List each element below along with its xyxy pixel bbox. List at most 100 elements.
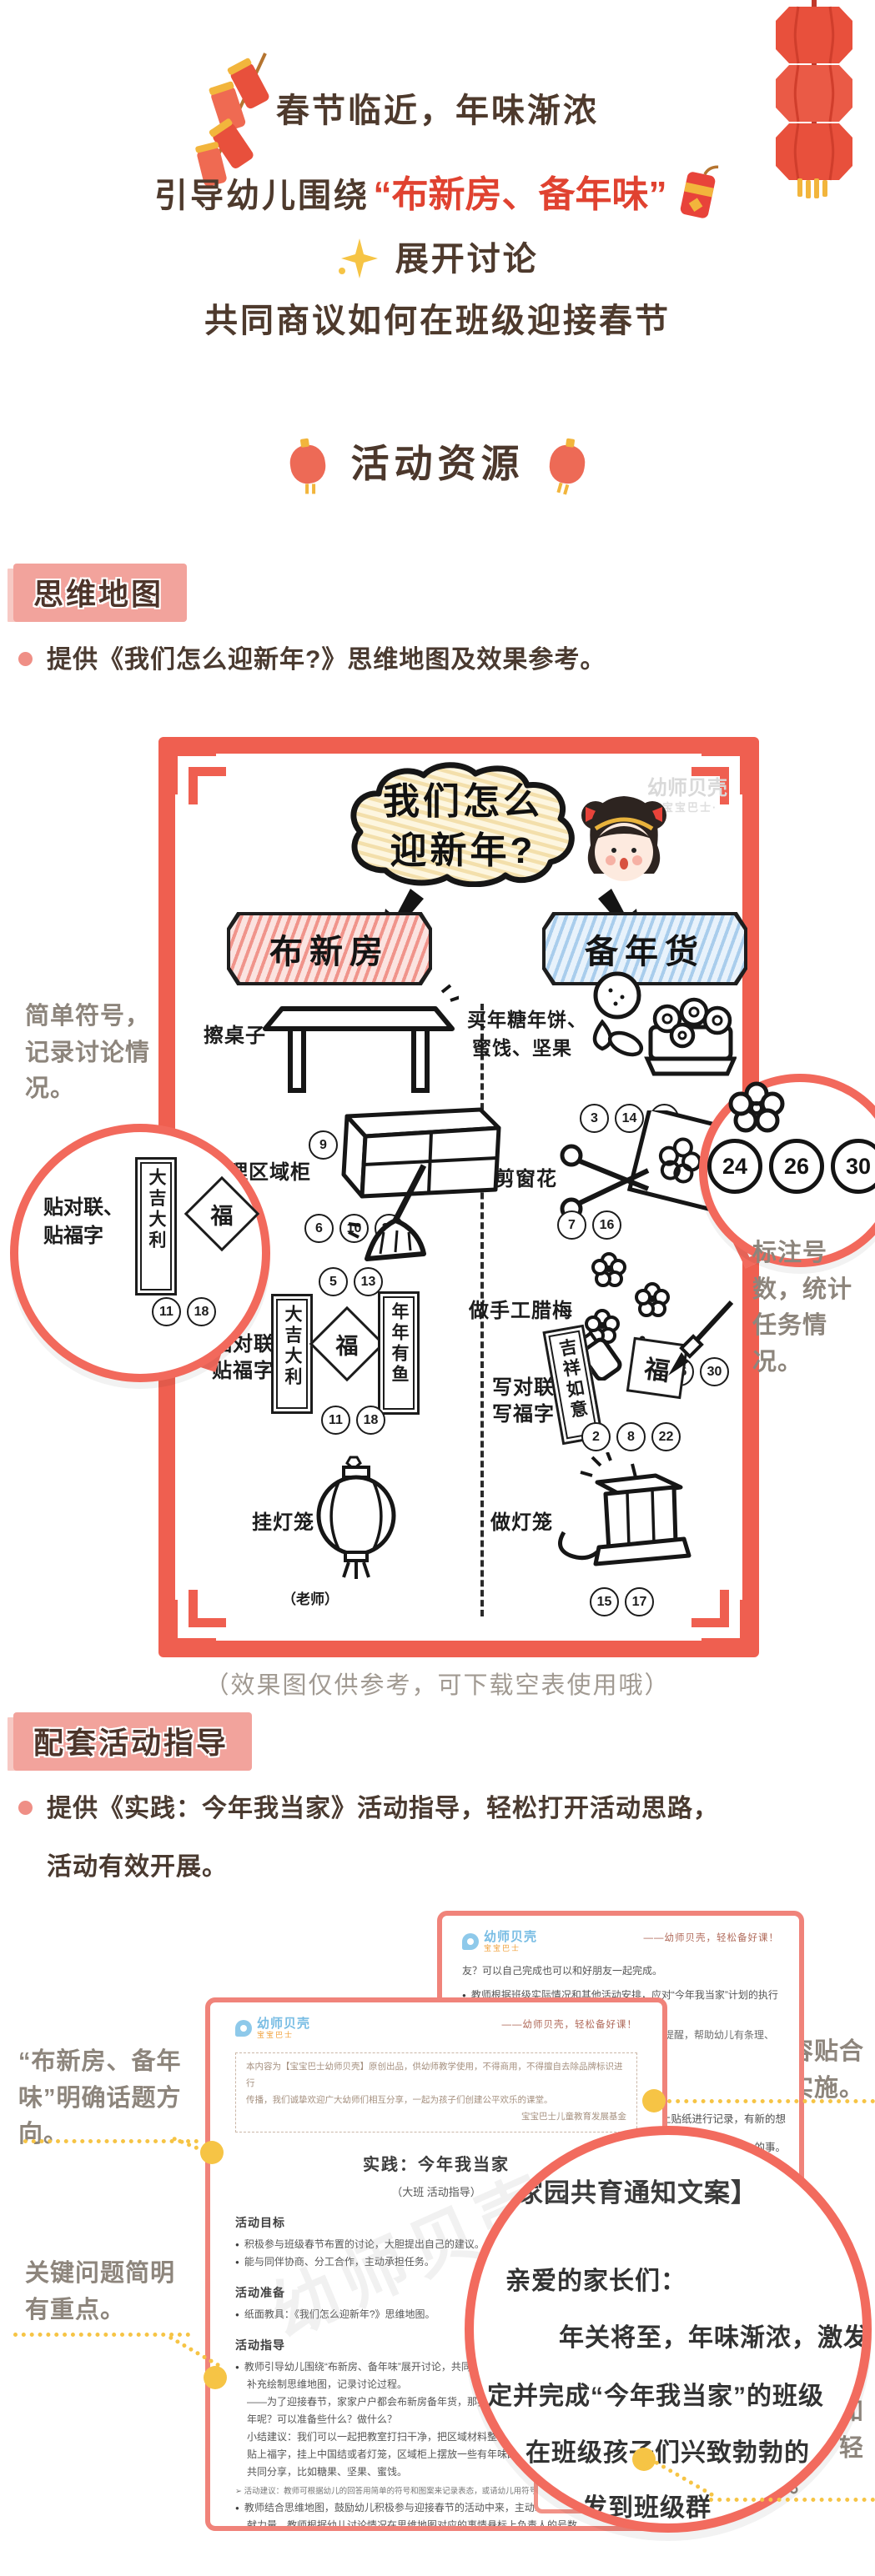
doc-guide-line: 共同分享，比如糖果、坚果、蜜饯。 bbox=[247, 2466, 408, 2478]
cloud-bubble-icon bbox=[350, 762, 575, 887]
mindmap-poster: 幼师贝壳 ·宝宝巴士· 我们怎么 迎新年? bbox=[158, 737, 759, 1657]
firecracker-icon bbox=[680, 165, 719, 218]
connector-dot bbox=[642, 2089, 666, 2112]
dotted-line bbox=[667, 2099, 875, 2103]
section1-title-text: 活动资源 bbox=[350, 442, 525, 485]
couplet-scroll: 大吉大利 bbox=[135, 1157, 177, 1296]
question-line1: 我们怎么 bbox=[383, 781, 543, 822]
badge-mindmap: 思维地图 bbox=[13, 564, 188, 622]
doc-disclaimer-box: 本内容为【宝宝巴士幼师贝壳】原创出品，供幼师教学使用，不得商用，不得擅自去除品牌… bbox=[235, 2052, 637, 2133]
cabinet-doodle-icon bbox=[341, 1107, 501, 1199]
girl-character-icon bbox=[581, 796, 666, 881]
bubble-left-label2: 贴福字 bbox=[43, 1225, 103, 1247]
watermark-sub: ·宝宝巴士· bbox=[656, 801, 718, 814]
header-line2-quote: “布新房、备年味” bbox=[373, 174, 667, 215]
connector-dot bbox=[632, 2448, 656, 2471]
doc-fragment: 上贴纸进行记录，有新的想 bbox=[660, 2113, 786, 2125]
task-snacks-label2: 蜜饯、坚果 bbox=[472, 1037, 572, 1059]
doc-back-line: 友？可以自己完成也可以和好朋友一起完成。 bbox=[462, 1965, 663, 1977]
task-write-couplets-label2: 写福字 bbox=[492, 1403, 555, 1426]
header-line2-prefix: 引导幼儿围绕 bbox=[154, 178, 370, 214]
bubble-left-numbers: 11 18 bbox=[152, 1297, 216, 1326]
number-badge: 6 bbox=[304, 1214, 334, 1243]
number-badge: 30 bbox=[700, 1357, 729, 1386]
disclaimer-line: 本内容为【宝宝巴士幼师贝壳】原创出品，供幼师教学使用，不得商用，不得擅自去除品牌… bbox=[246, 2062, 623, 2089]
logo-text: 幼师贝壳 bbox=[484, 1930, 538, 1944]
firecracker-string-icon bbox=[195, 53, 269, 187]
poster-callout-right: 标注号数，统计任务情况。 bbox=[752, 1240, 853, 1376]
big-number-badge: 24 bbox=[707, 1139, 762, 1194]
doc-header: 幼师贝壳宝宝巴士 ——幼师贝壳，轻松备好课！ bbox=[462, 1930, 779, 1952]
branch-right-label: 备年货 bbox=[546, 915, 744, 982]
section1-bullet: 提供《我们怎么迎新年?》思维地图及效果参考。 bbox=[47, 646, 606, 674]
bullet-glyph: ● bbox=[235, 2363, 239, 2372]
bubble-left-label1: 贴对联、 bbox=[43, 1196, 123, 1219]
doc-section-guide: 活动指导 bbox=[235, 2338, 285, 2353]
disclaimer-line: 传播，我们诚挚欢迎广大幼师们相互分享，一起为孩子们创建公平欢乐的课堂。 bbox=[246, 2095, 553, 2106]
broom-doodle-icon bbox=[348, 1164, 427, 1261]
brand-logo: 幼师贝壳宝宝巴士 bbox=[235, 2017, 310, 2039]
badge-mindmap-text: 思维地图 bbox=[13, 564, 188, 622]
number-badge: 8 bbox=[616, 1422, 646, 1451]
number-badge: 2 bbox=[581, 1422, 611, 1451]
section2-bullet-line2: 活动有效开展。 bbox=[47, 1853, 228, 1881]
doc-guide-line: 教师引导幼儿围绕“布新房、备年味”展开讨论，共同商 bbox=[244, 2361, 481, 2373]
doc-goal-line: 积极参与班级春节布置的讨论，大胆提出自己的建议。 bbox=[244, 2238, 485, 2251]
task-clean-table-label: 擦桌子 bbox=[204, 1025, 266, 1047]
doc-guide-line: ——为了迎接春节，家家户户都会布新房备年货，那我们班 bbox=[247, 2396, 508, 2408]
notice-line: 发到班级群 bbox=[582, 2494, 712, 2522]
fu-diamond: 福 bbox=[309, 1306, 385, 1382]
badge-activity-guide-text: 配套活动指导 bbox=[13, 1712, 253, 1771]
bullet-glyph: ● bbox=[235, 2258, 239, 2267]
number-badge: 5 bbox=[319, 1267, 348, 1296]
header-line4-text: 共同商议如何在班级迎接春节 bbox=[204, 303, 671, 339]
bullet-glyph: ● bbox=[235, 2504, 239, 2513]
doc-goal-line: 能与同伴协商、分工合作，主动承担任务。 bbox=[244, 2256, 435, 2268]
notice-line: 年关将至，年味渐浓，激发 bbox=[559, 2324, 869, 2352]
task-hang-lantern-label: 挂灯笼 bbox=[252, 1511, 314, 1534]
section1-title: 活动资源 bbox=[342, 434, 538, 490]
big-number-badge: 30 bbox=[831, 1139, 875, 1194]
fu-character: 福 bbox=[210, 1203, 234, 1229]
couplet-scroll: 大吉大利 bbox=[271, 1294, 313, 1414]
disclaimer-line: 宝宝巴士儿童教育发展基金 bbox=[521, 2112, 626, 2122]
question-line2: 迎新年? bbox=[390, 830, 536, 872]
big-number-badge: 26 bbox=[769, 1139, 824, 1194]
doc-guide-line: 补充绘制思维地图，记录讨论过程。 bbox=[247, 2378, 408, 2391]
dotted-line bbox=[23, 2139, 199, 2143]
dotted-line bbox=[13, 2333, 190, 2337]
number-badge: 14 bbox=[615, 1104, 644, 1133]
doc-guide-line: 小结建议：我们可以一起把教室打扫干净，把区域材料整理摆放好 bbox=[247, 2431, 538, 2443]
number-badge: 22 bbox=[651, 1422, 681, 1451]
doc-callout-left1: “布新房、备年味”明确话题方向。 bbox=[18, 2048, 182, 2148]
branch-right-plaque: 备年货 bbox=[542, 912, 747, 985]
header-line-4: 共同商议如何在班级迎接春节 bbox=[0, 293, 875, 342]
round-lantern-doodle-icon bbox=[316, 1456, 396, 1579]
task-make-lantern-label: 做灯笼 bbox=[490, 1511, 553, 1534]
task-snacks-label1: 买年糖年饼、 bbox=[467, 1009, 587, 1030]
doc-callout-left2: 关键问题简明有重点。 bbox=[25, 2260, 176, 2323]
dotted-line bbox=[709, 2498, 875, 2502]
doc-tip-text: 活动建议：教师可根据幼儿的回答用简单的符号和图案来记录表态，或请幼儿用符号和图案… bbox=[244, 2487, 625, 2497]
task-plum-label: 做手工腊梅 bbox=[469, 1300, 573, 1322]
frame-corner-icon bbox=[701, 1599, 749, 1647]
doc-prep-line: 纸面教具：《我们怎么迎新年?》思维地图。 bbox=[244, 2308, 435, 2321]
snacks-doodle-icon bbox=[592, 971, 737, 1076]
connector-dot bbox=[200, 2141, 224, 2164]
number-badge: 9 bbox=[309, 1130, 338, 1160]
doc-guide-line: 献力量。教师根据幼儿讨论情况在思维地图对应的事情悬标上负责人的号数。 bbox=[247, 2519, 588, 2531]
number-badge: 18 bbox=[356, 1406, 385, 1435]
doc-header: 幼师贝壳宝宝巴士 ——幼师贝壳，轻松备好课！ bbox=[235, 2017, 637, 2039]
task-hang-lantern-note: （老师） bbox=[282, 1591, 339, 1607]
lantern-string-icon bbox=[776, 0, 852, 198]
task-make-lantern-numbers: 15 17 bbox=[590, 1587, 654, 1616]
bullet-glyph: ● bbox=[235, 2311, 239, 2319]
notice-heading: 【家园共育通知文案】 bbox=[490, 2178, 757, 2208]
hexagon-lantern-doodle-icon bbox=[558, 1452, 691, 1566]
table-doodle-icon bbox=[263, 984, 459, 1093]
branch-left-plaque: 布新房 bbox=[227, 912, 432, 985]
frame-corner-icon bbox=[168, 747, 226, 804]
sparkle-icon bbox=[339, 238, 379, 278]
doc-subtitle: （大班 活动指导） bbox=[391, 2186, 481, 2199]
